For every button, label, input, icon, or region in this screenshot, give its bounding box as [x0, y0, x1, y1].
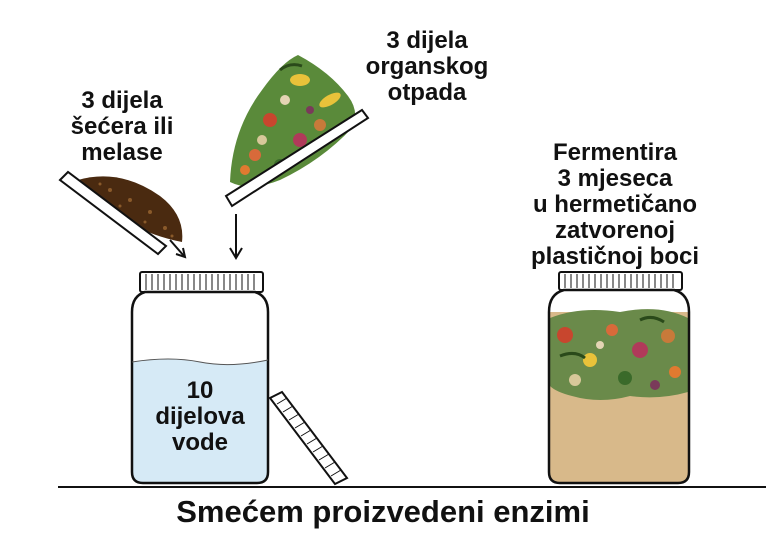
organic-waste-label: 3 dijela organskog otpada	[365, 27, 489, 106]
fermenting-jar	[547, 271, 691, 485]
water-jar	[130, 271, 270, 485]
water-fill	[132, 359, 268, 483]
floating-waste	[550, 309, 688, 400]
sugar-label: 3 dijela šećera ili melase	[70, 87, 174, 166]
ferment-label: Fermentira 3 mjeseca u hermetičano zatvo…	[530, 139, 700, 270]
water-label: 10 dijelova vode	[155, 377, 245, 456]
sugar-scoop	[58, 170, 187, 259]
stirring-stick	[268, 390, 349, 486]
caption: Smećem proizvedeni enzimi	[176, 494, 590, 529]
jar-body	[547, 288, 691, 485]
organic-waste-scoop	[224, 55, 370, 260]
jar-body	[130, 290, 270, 485]
